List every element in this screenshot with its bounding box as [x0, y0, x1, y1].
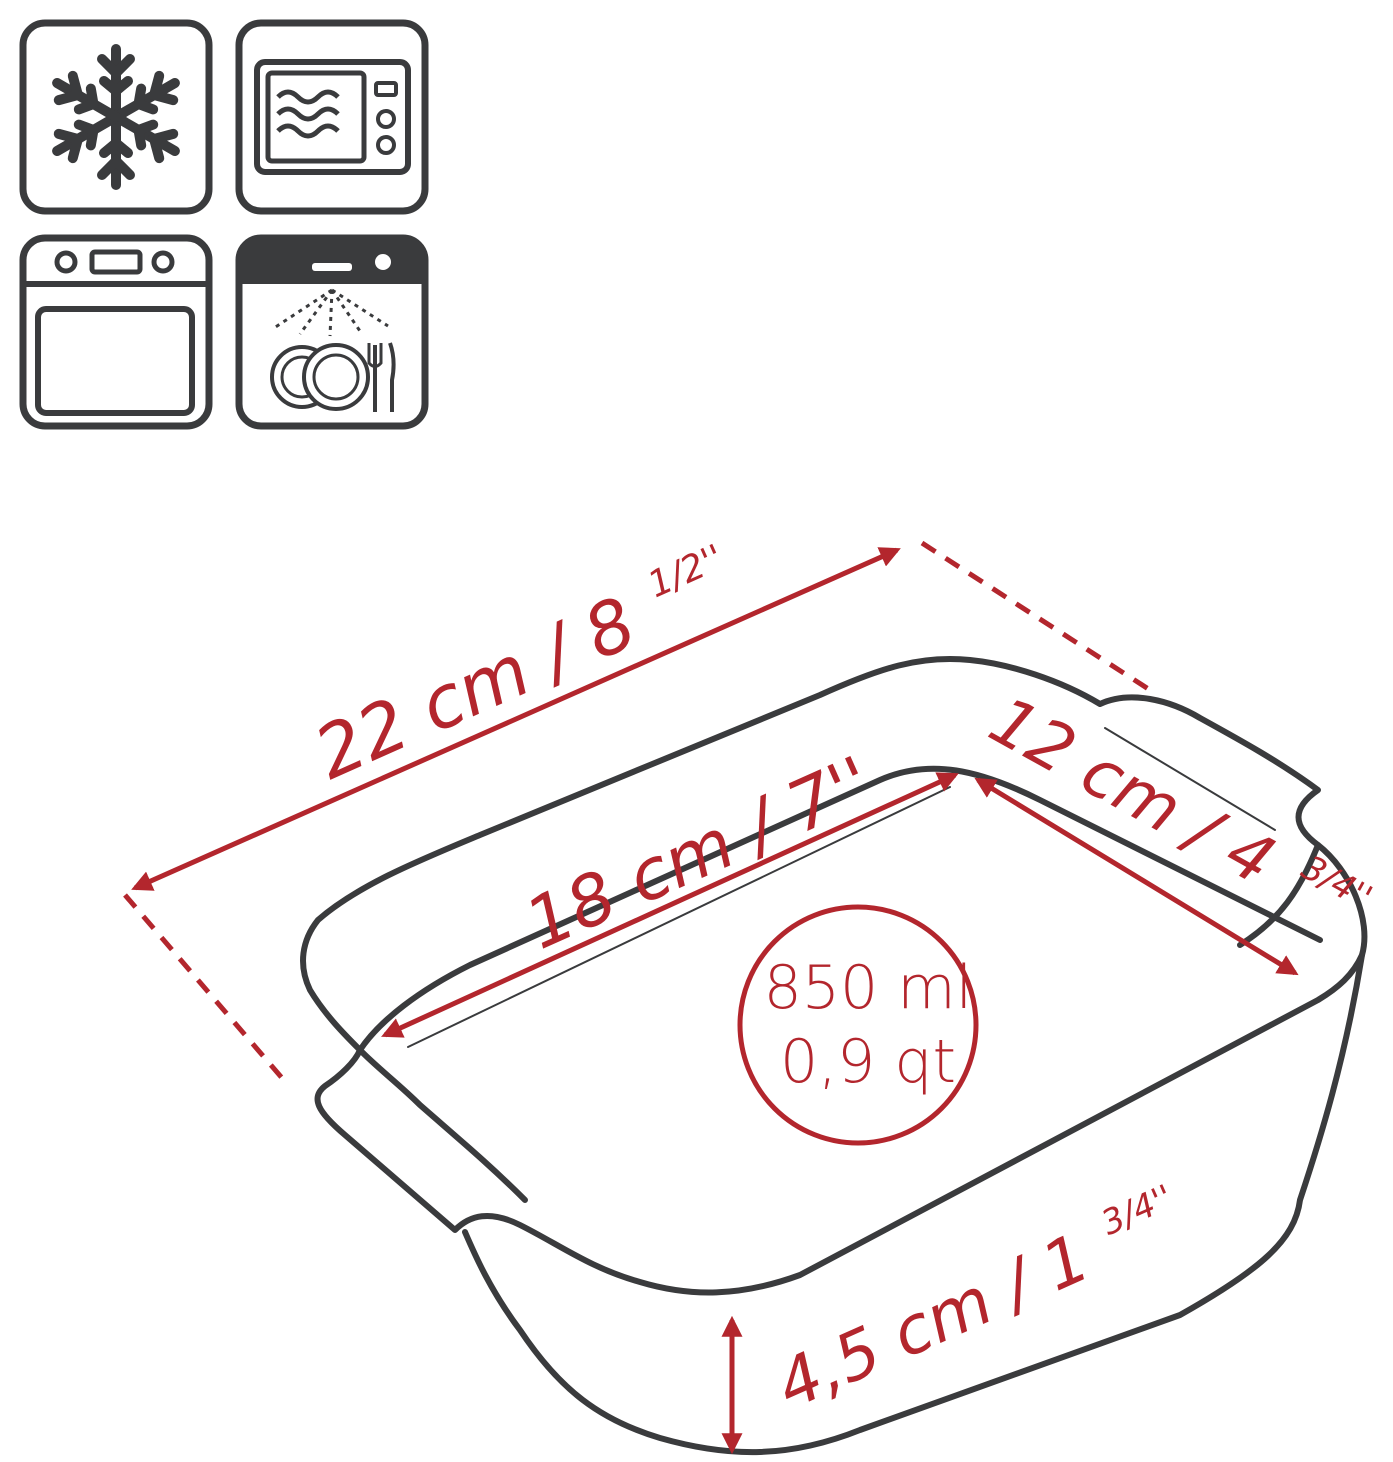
dish-rim: [300, 655, 1368, 1296]
capacity-badge: 850 ml 0,9 qt: [737, 904, 979, 1146]
inner-length-dimension: [381, 772, 959, 1038]
width-dimension: [974, 777, 1299, 976]
capacity-metric: 850 ml: [764, 953, 973, 1023]
outer-length-label: 22 cm / 8 1/2'': [303, 536, 747, 795]
dishwasher-safe-icon: [235, 234, 429, 430]
dish-side-wall: [462, 952, 1365, 1456]
freezer-safe-icon: [19, 19, 213, 215]
capacity-imperial: 0,9 qt: [780, 1027, 956, 1097]
microwave-safe-icon: [235, 19, 429, 215]
oven-safe-icon: [19, 234, 213, 430]
outer-length-dimension: [123, 540, 1152, 1087]
